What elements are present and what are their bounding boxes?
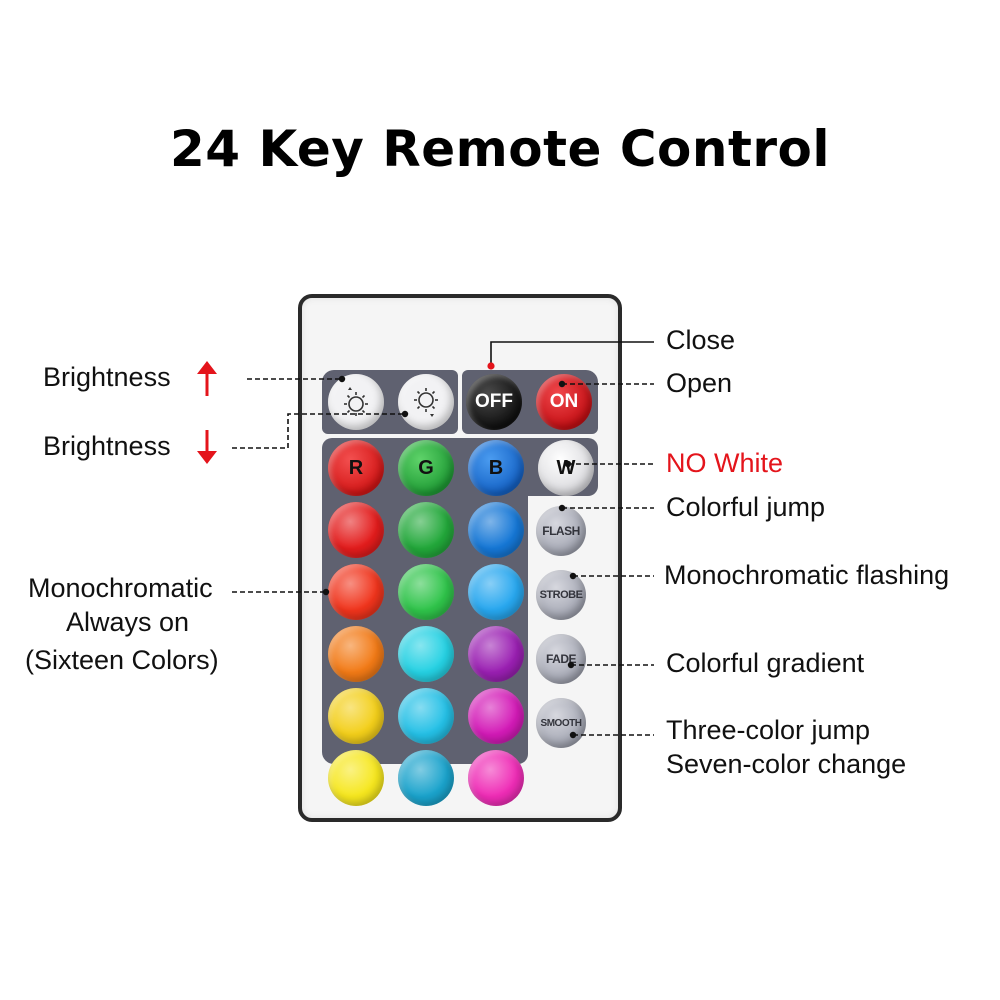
color-key-13[interactable]	[328, 750, 384, 806]
label-always-on: Always on	[66, 607, 190, 637]
color-key-1[interactable]	[328, 502, 384, 558]
sun-up-icon	[344, 387, 368, 416]
color-key-10[interactable]	[328, 688, 384, 744]
arrow-down-icon	[197, 430, 217, 464]
label-brightness-down: Brightness	[43, 431, 171, 461]
color-key-8[interactable]	[398, 626, 454, 682]
white-button[interactable]: W	[538, 440, 594, 496]
smooth-button[interactable]: SMOOTH	[536, 698, 586, 748]
remote-control: OFF ON R G B W FLASH STROBE FADE SMOOTH	[298, 294, 622, 822]
label-no-white: NO White	[666, 448, 784, 478]
color-key-14[interactable]	[398, 750, 454, 806]
color-key-9[interactable]	[468, 626, 524, 682]
color-key-15[interactable]	[468, 750, 524, 806]
label-sixteen-colors: (Sixteen Colors)	[25, 645, 219, 675]
leader-close	[490, 341, 654, 366]
brightness-up-button[interactable]	[328, 374, 384, 430]
color-key-3[interactable]	[468, 502, 524, 558]
flash-button[interactable]: FLASH	[536, 506, 586, 556]
label-monochromatic-flashing: Monochromatic flashing	[664, 560, 950, 590]
red-button[interactable]: R	[328, 440, 384, 496]
label-colorful-gradient: Colorful gradient	[666, 648, 865, 678]
brightness-down-button[interactable]	[398, 374, 454, 430]
arrow-up-icon	[197, 361, 217, 396]
label-three-color-jump: Three-color jump	[666, 715, 871, 745]
page-title: 24 Key Remote Control	[169, 120, 831, 178]
green-button[interactable]: G	[398, 440, 454, 496]
color-key-12[interactable]	[468, 688, 524, 744]
strobe-button[interactable]: STROBE	[536, 570, 586, 620]
label-colorful-jump: Colorful jump	[666, 492, 826, 522]
label-open: Open	[666, 368, 733, 398]
off-button[interactable]: OFF	[466, 374, 522, 430]
color-key-7[interactable]	[328, 626, 384, 682]
label-brightness-up: Brightness	[43, 362, 171, 392]
color-key-6[interactable]	[468, 564, 524, 620]
leader-brightness-down	[232, 413, 405, 449]
label-seven-color-change: Seven-color change	[666, 749, 907, 779]
color-key-11[interactable]	[398, 688, 454, 744]
blue-button[interactable]: B	[468, 440, 524, 496]
color-key-2[interactable]	[398, 502, 454, 558]
color-key-4[interactable]	[328, 564, 384, 620]
label-close: Close	[666, 325, 736, 355]
label-monochromatic: Monochromatic	[28, 573, 213, 603]
fade-button[interactable]: FADE	[536, 634, 586, 684]
color-key-5[interactable]	[398, 564, 454, 620]
sun-down-icon	[414, 388, 438, 417]
